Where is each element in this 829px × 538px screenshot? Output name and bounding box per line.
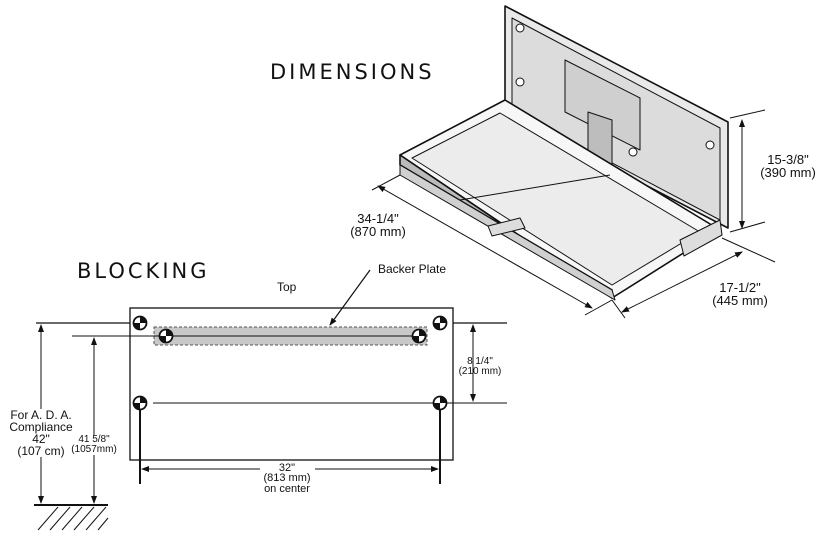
depth-dimension: 17-1/2" (445 mm) xyxy=(700,281,780,307)
plate-height-dimension: 41 5/8" (1057mm) xyxy=(69,435,119,455)
on-center-note: on center xyxy=(264,482,310,495)
width-mm: (870 mm) xyxy=(350,224,406,239)
top-label: Top xyxy=(277,280,297,294)
target-icon xyxy=(432,395,448,411)
vertical-spacing-dimension: 8 1/4" (210 mm) xyxy=(452,357,508,377)
changing-station-drawing xyxy=(399,5,729,301)
width-dimension: 34-1/4" (870 mm) xyxy=(338,212,418,238)
blocking-diagram xyxy=(34,269,507,531)
backer-plate-label: Backer Plate xyxy=(378,262,447,276)
ada-inches: 42" xyxy=(32,432,50,446)
width-inches: 34-1/4" xyxy=(357,211,399,226)
depth-inches: 17-1/2" xyxy=(719,280,761,295)
height-mm: (390 mm) xyxy=(760,165,816,180)
horizontal-spacing-inches: 32" xyxy=(278,462,296,474)
target-icon xyxy=(132,315,148,331)
product-dimension-lines xyxy=(371,109,776,319)
ada-cm: (107 cm) xyxy=(17,444,65,458)
horizontal-spacing-dimension: 32" (813 mm) on center xyxy=(255,462,319,495)
height-dimension: 15-3/8" (390 mm) xyxy=(748,153,828,179)
plate-height-inches: 41 5/8" xyxy=(78,434,110,445)
dimensions-heading: DIMENSIONS xyxy=(270,60,435,84)
blocking-heading: BLOCKING xyxy=(77,259,210,283)
target-icon xyxy=(132,395,148,411)
target-icon xyxy=(432,315,448,331)
depth-mm: (445 mm) xyxy=(712,293,768,308)
height-inches: 15-3/8" xyxy=(767,152,809,167)
horizontal-spacing-mm: (813 mm) xyxy=(263,472,311,485)
vertical-spacing-mm: (210 mm) xyxy=(458,366,502,377)
ada-line2: Compliance xyxy=(9,420,73,434)
ada-dimension: For A. D. A. Compliance 42" (107 cm) xyxy=(2,409,80,457)
ada-line1: For A. D. A. xyxy=(10,408,72,422)
plate-height-mm: (1057mm) xyxy=(71,444,117,455)
target-icon xyxy=(411,328,427,344)
vertical-spacing-inches: 8 1/4" xyxy=(467,356,493,367)
target-icon xyxy=(158,328,174,344)
